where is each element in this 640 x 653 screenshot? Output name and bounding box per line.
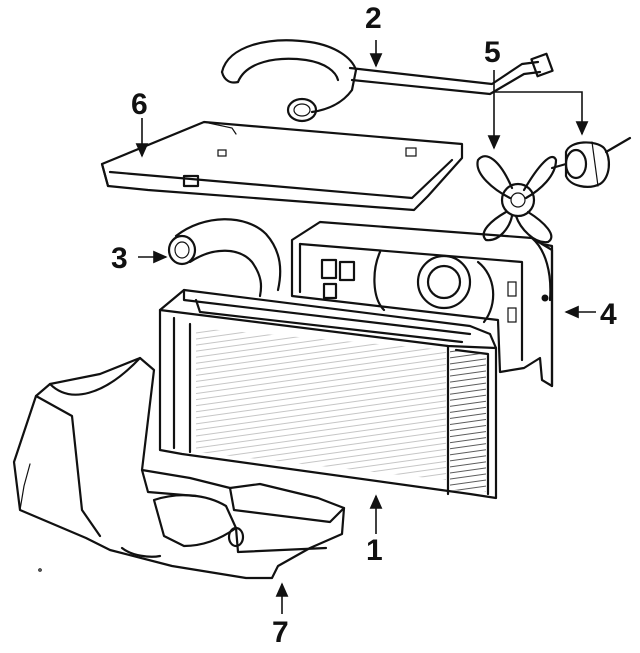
- radiator: [158, 288, 498, 500]
- callout-1: 1: [366, 534, 383, 567]
- upper-radiator-hose: [220, 39, 554, 123]
- fan-assembly: [476, 136, 632, 244]
- callout-3: 3: [111, 242, 128, 275]
- radiator-upper-shield: [100, 120, 464, 212]
- callout-5: 5: [484, 36, 501, 69]
- callout-7: 7: [272, 616, 289, 649]
- callout-6: 6: [131, 88, 148, 121]
- lower-radiator-hose: [167, 218, 282, 298]
- callout-4: 4: [600, 298, 617, 331]
- fan-shroud: [290, 220, 554, 388]
- callout-2: 2: [365, 2, 382, 35]
- lower-air-deflector: [12, 356, 346, 580]
- leader-lines: [135, 40, 596, 614]
